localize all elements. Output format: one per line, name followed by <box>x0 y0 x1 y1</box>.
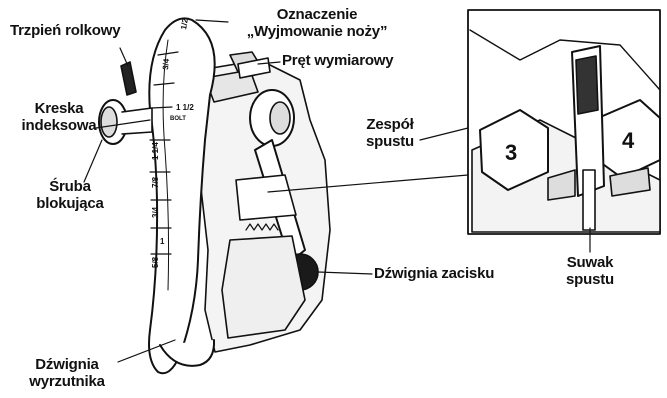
leader-sruba <box>84 140 102 182</box>
locking-knob-face <box>101 107 117 137</box>
scale-mark-3: 1 1/2 <box>176 103 194 112</box>
scale-mark-7: 1 <box>160 237 165 246</box>
label-sruba-line1: Śruba <box>30 178 110 195</box>
scale-mark-5: 7/8 <box>151 176 160 188</box>
label-sruba-blokujaca: Śruba blokująca <box>30 178 110 212</box>
scale-word: BOLT <box>170 116 186 122</box>
scale-mark-6: 3/4 <box>151 206 160 218</box>
scale-mark-2: 3/4 <box>161 58 171 70</box>
label-oznaczenie-line2: „Wyjmowanie noży” <box>222 23 412 40</box>
label-zespol-spustu: Zespół spustu <box>358 116 422 150</box>
label-kreska-indeksowa: Kreska indeksowa <box>18 100 100 134</box>
label-dzwignia-wyrzutnika: Dźwignia wyrzutnika <box>14 356 120 390</box>
leader-zespol <box>420 128 468 140</box>
cam-roller-inner <box>270 102 290 134</box>
label-zespol-line1: Zespół <box>358 116 422 133</box>
label-kreska-line2: indeksowa <box>18 117 100 134</box>
jaw-block <box>236 175 296 220</box>
label-pret-wymiarowy: Pręt wymiarowy <box>282 52 393 69</box>
inset-key-3-label: 3 <box>505 140 517 165</box>
label-wyrzutnik-line2: wyrzutnika <box>14 373 120 390</box>
leader-trzpien <box>120 48 128 66</box>
label-zespol-line2: spustu <box>358 133 422 150</box>
label-trzpien-rolkowy: Trzpień rolkowy <box>10 22 120 39</box>
inset-key-4-label: 4 <box>622 128 635 153</box>
label-oznaczenie-line1: Oznaczenie <box>222 6 412 23</box>
roller-pin <box>121 62 136 95</box>
label-suwak-line2: spustu <box>558 271 622 288</box>
locking-knob-stem <box>122 108 152 134</box>
label-suwak-line1: Suwak <box>558 254 622 271</box>
label-suwak-spustu: Suwak spustu <box>558 254 622 288</box>
leader-zacisku <box>318 272 372 274</box>
label-kreska-line1: Kreska <box>18 100 100 117</box>
inset-trigger-slide <box>583 170 595 230</box>
inset-trigger-plate <box>576 56 598 114</box>
scale-mark-8: 5/8 <box>151 256 160 268</box>
label-dzwignia-zacisku: Dźwignia zacisku <box>374 265 494 282</box>
label-oznaczenie: Oznaczenie „Wyjmowanie noży” <box>222 6 412 40</box>
scale-mark-4: 1 1/4 <box>151 142 160 160</box>
label-sruba-line2: blokująca <box>30 195 110 212</box>
label-wyrzutnik-line1: Dźwignia <box>14 356 120 373</box>
